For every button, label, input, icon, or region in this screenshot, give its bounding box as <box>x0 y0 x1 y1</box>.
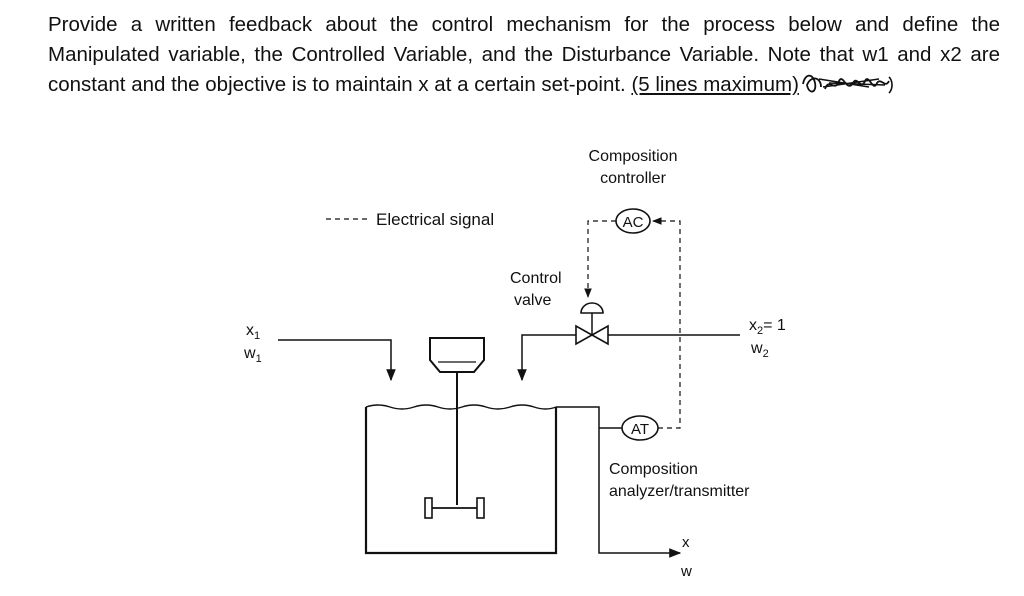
liquid-level <box>365 404 557 410</box>
agitator <box>424 337 485 519</box>
inlet-1-pipe <box>278 339 396 382</box>
analyzer-label-line2: analyzer/transmitter <box>609 483 750 500</box>
outlet-w-label: w <box>680 563 692 580</box>
composition-controller: AC Composition controller <box>589 148 678 234</box>
legend: Electrical signal <box>326 210 494 229</box>
signal-ac-to-valve <box>584 220 616 298</box>
question-text: Provide a written feedback about the con… <box>48 10 1000 100</box>
valve-body-left <box>575 324 594 346</box>
question-body: Provide a written feedback about the con… <box>48 13 1000 96</box>
scribbled-out-text <box>799 71 895 97</box>
valve-label-line1: Control <box>510 270 562 287</box>
control-valve: Control valve <box>510 270 609 346</box>
inlet-stream-2: x2= 1 w2 <box>517 317 786 382</box>
outlet-pipe <box>556 406 682 558</box>
inlet-stream-1: x1 w1 <box>243 322 396 382</box>
impeller-blade-right <box>476 497 485 519</box>
analyzer-tag: AT <box>631 421 649 438</box>
valve-label-line2: valve <box>514 292 551 309</box>
agitator-motor <box>429 337 485 373</box>
tank <box>364 404 558 555</box>
valve-actuator <box>580 302 604 314</box>
controller-label-line1: Composition <box>589 148 678 165</box>
line-limit-note: (5 lines maximum) <box>631 73 799 96</box>
outlet-x-label: x <box>682 534 690 551</box>
inlet-2-w-label: w2 <box>750 340 769 360</box>
tank-walls <box>364 407 558 555</box>
analyzer-label-line1: Composition <box>609 461 698 478</box>
valve-body-right <box>590 324 609 346</box>
inlet-2-x-label: x2= 1 <box>749 317 786 337</box>
signal-at-to-ac <box>652 217 681 429</box>
signal-lines <box>584 217 681 429</box>
impeller-blade-left <box>424 497 433 519</box>
controller-tag: AC <box>623 214 644 231</box>
inlet-1-w-label: w1 <box>243 345 262 365</box>
outlet-stream: x w <box>556 406 692 580</box>
controller-label-line2: controller <box>600 170 666 187</box>
analyzer-transmitter: AT Composition analyzer/transmitter <box>599 415 750 500</box>
inlet-1-x-label: x1 <box>246 322 260 342</box>
legend-label: Electrical signal <box>376 210 494 229</box>
inlet-2-pipe <box>517 334 740 382</box>
